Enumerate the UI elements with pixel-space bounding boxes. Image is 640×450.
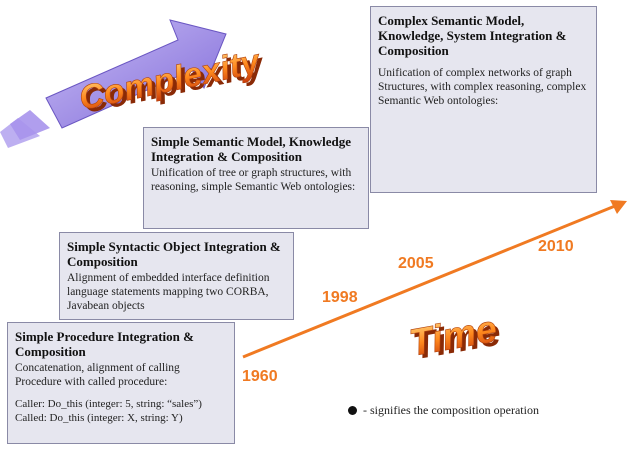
legend-text: - signifies the composition operation xyxy=(363,403,539,417)
year-label: 2005 xyxy=(398,255,434,272)
box-description: Concatenation, alignment of calling Proc… xyxy=(15,362,180,388)
year-label: 1998 xyxy=(322,289,358,306)
legend: - signifies the composition operation xyxy=(348,403,539,418)
code-example: Caller: Do_this (integer: 5, string: “sa… xyxy=(15,397,227,425)
simple-semantic-box: Simple Semantic Model, Knowledge Integra… xyxy=(143,127,369,229)
complex-semantic-box: Complex Semantic Model, Knowledge, Syste… xyxy=(370,6,597,193)
composition-dot-icon xyxy=(348,406,357,415)
svg-text:Time: Time xyxy=(406,308,500,365)
box-title: Simple Procedure Integration & Compositi… xyxy=(15,329,194,359)
box-description: Unification of tree or graph structures,… xyxy=(151,167,356,193)
timeline-arrow xyxy=(242,200,627,359)
called-line: Called: Do_this (integer: X, string: Y) xyxy=(15,412,183,424)
box-description: Alignment of embedded interface definiti… xyxy=(67,272,270,312)
syntactic-box: Simple Syntactic Object Integration & Co… xyxy=(59,232,294,320)
year-label: 2010 xyxy=(538,238,574,255)
box-title: Simple Syntactic Object Integration & Co… xyxy=(67,239,281,269)
box-title: Complex Semantic Model, Knowledge, Syste… xyxy=(378,13,567,58)
box-title: Simple Semantic Model, Knowledge Integra… xyxy=(151,134,352,164)
box-description: Unification of complex networks of graph… xyxy=(378,67,587,107)
procedure-box: Simple Procedure Integration & Compositi… xyxy=(7,322,235,444)
complexity-arrow xyxy=(0,19,227,148)
year-label: 1960 xyxy=(242,368,278,385)
time-wordart: Time Time xyxy=(406,308,504,368)
caller-line: Caller: Do_this (integer: 5, string: “sa… xyxy=(15,398,202,410)
